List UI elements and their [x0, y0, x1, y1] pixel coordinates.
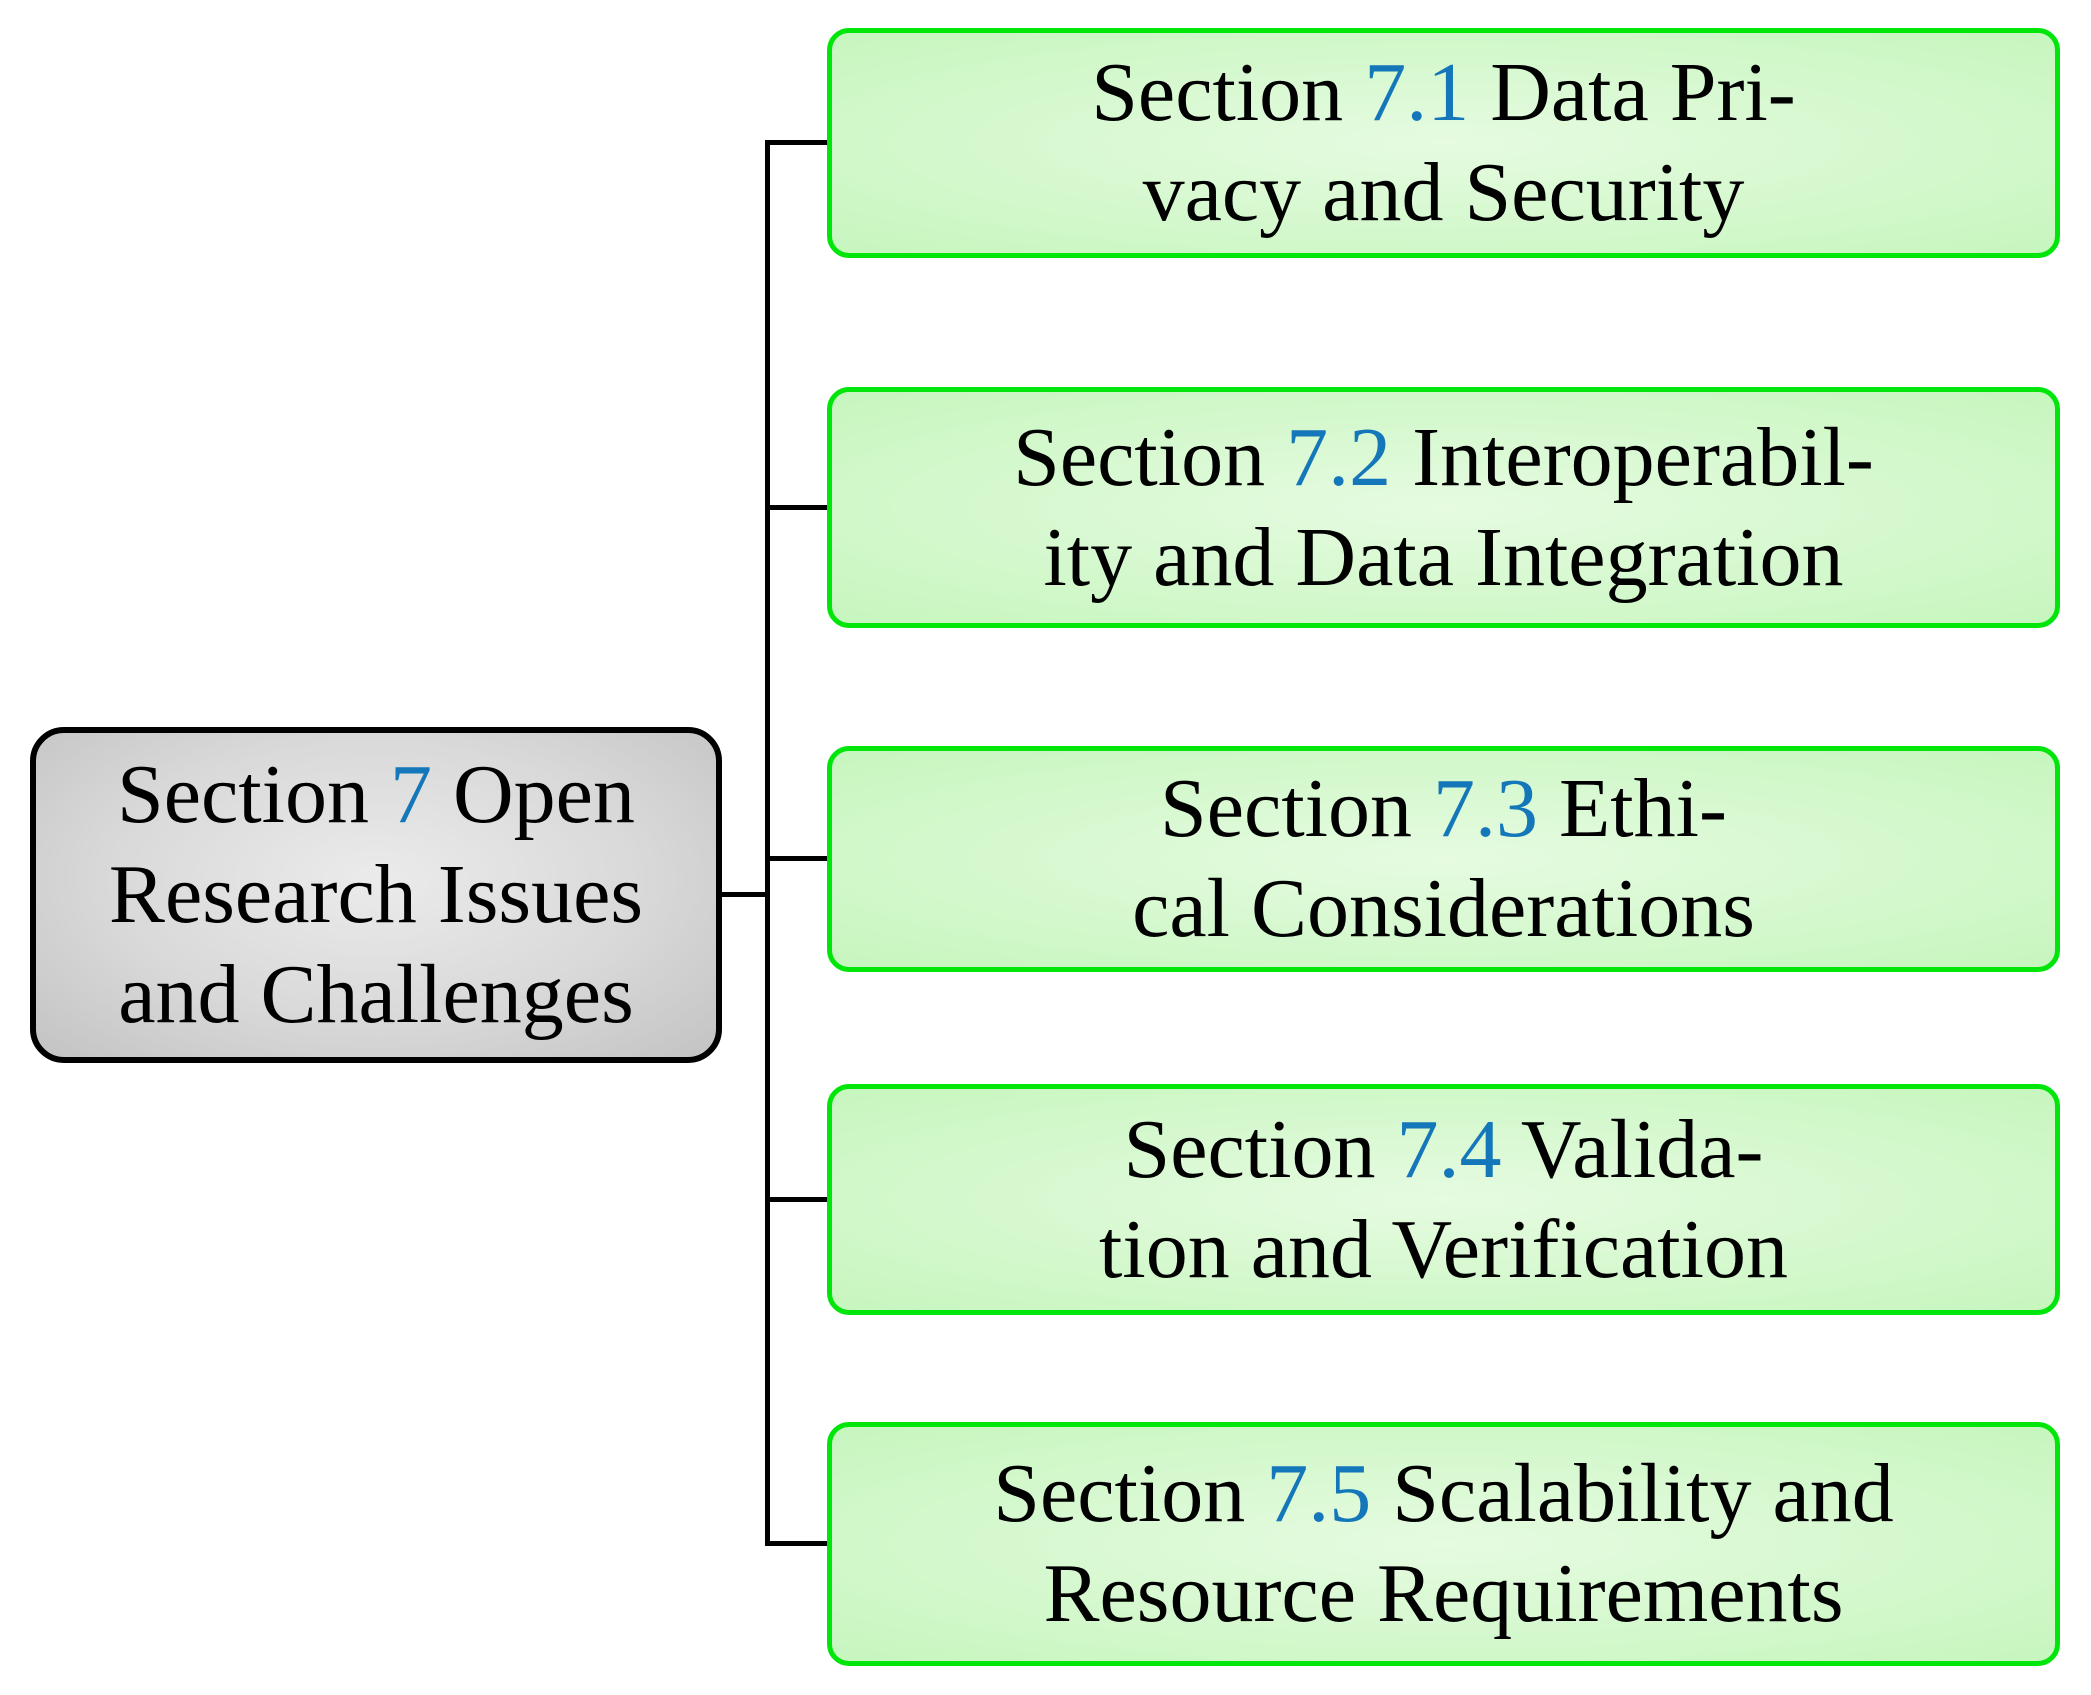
node-text-run: and Challenges [118, 948, 634, 1041]
node-text-run: Section [993, 1447, 1267, 1540]
node-text-run: Section [1013, 410, 1287, 504]
node-text-run: Section [1123, 1102, 1397, 1196]
section-number: 7 [390, 748, 432, 841]
section-number: 7.5 [1266, 1447, 1372, 1540]
section-number: 7.4 [1396, 1102, 1502, 1196]
section-number: 7.1 [1364, 46, 1470, 139]
node-text-line: tion and Verification [1099, 1200, 1788, 1300]
node-text-line: Section 7.5 Scalability and [993, 1444, 1894, 1544]
node-section-7-3: Section 7.3 Ethi-cal Considerations [827, 746, 2060, 972]
node-text-run: tion and Verification [1099, 1202, 1788, 1296]
connector-stub-section-7-2 [765, 505, 829, 510]
node-text-run: Valida- [1501, 1102, 1764, 1196]
section-number: 7.3 [1433, 762, 1538, 855]
node-text-line: Section 7.3 Ethi- [1160, 759, 1727, 859]
node-text-run: Section [117, 748, 390, 841]
node-section-7-4: Section 7.4 Valida-tion and Verification [827, 1084, 2060, 1315]
node-text-run: vacy and Security [1142, 146, 1745, 239]
node-text-run: Scalability and [1371, 1447, 1894, 1540]
node-text-line: Section 7.2 Interoperabil- [1013, 408, 1874, 508]
node-text-run: Open [432, 748, 635, 841]
node-text-run: Resource Requirements [1043, 1547, 1844, 1640]
node-text-line: ity and Data Integration [1043, 508, 1843, 608]
node-text-run: Data Pri- [1469, 46, 1796, 139]
connector-stub-section-7-3 [765, 856, 829, 861]
node-text-run: Ethi- [1538, 762, 1727, 855]
node-text-line: Resource Requirements [1043, 1544, 1843, 1644]
connector-trunk-line [765, 140, 770, 1546]
node-text-run: Interoperabil- [1391, 410, 1874, 504]
node-text-line: Section 7 Open [117, 745, 635, 845]
section-number: 7.2 [1286, 410, 1392, 504]
connector-stub-section-7-4 [765, 1197, 829, 1202]
connector-stub-section-7-1 [765, 140, 829, 145]
connector-root-stub [720, 892, 770, 897]
node-text-line: cal Considerations [1132, 859, 1755, 959]
node-text-run: Research Issues [108, 848, 644, 941]
node-text-line: Section 7.1 Data Pri- [1091, 43, 1796, 143]
node-section-7-1: Section 7.1 Data Pri-vacy and Security [827, 28, 2060, 258]
node-text-run: Section [1091, 46, 1365, 139]
node-text-line: and Challenges [118, 945, 634, 1045]
connector-stub-section-7-5 [765, 1541, 829, 1546]
node-text-run: Section [1160, 762, 1433, 855]
node-section-7-2: Section 7.2 Interoperabil-ity and Data I… [827, 387, 2060, 628]
node-text-run: ity and Data Integration [1043, 510, 1844, 604]
node-text-line: Section 7.4 Valida- [1123, 1100, 1763, 1200]
node-text-line: Research Issues [109, 845, 643, 945]
node-text-run: cal Considerations [1132, 862, 1755, 955]
node-text-line: vacy and Security [1143, 143, 1745, 243]
